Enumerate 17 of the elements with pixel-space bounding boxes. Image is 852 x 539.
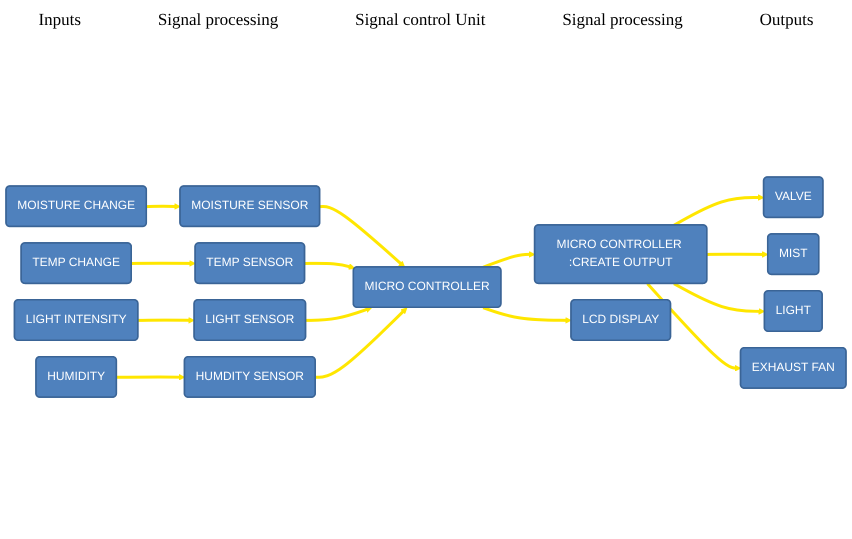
arrow <box>146 204 181 210</box>
arrow <box>132 260 196 268</box>
arrow <box>673 282 766 316</box>
arrow <box>316 308 408 380</box>
column-heading: Inputs <box>38 10 81 30</box>
column-heading: Outputs <box>760 10 814 30</box>
column-heading: Signal processing <box>158 10 278 30</box>
arrow <box>646 283 742 372</box>
arrow <box>320 205 406 268</box>
arrow <box>306 306 372 322</box>
arrow <box>304 262 356 270</box>
column-heading: Signal control Unit <box>355 10 486 30</box>
arrow <box>138 317 195 324</box>
arrow <box>482 306 572 324</box>
arrow <box>116 374 186 381</box>
column-heading: Signal processing <box>562 10 683 30</box>
arrow <box>707 252 768 258</box>
